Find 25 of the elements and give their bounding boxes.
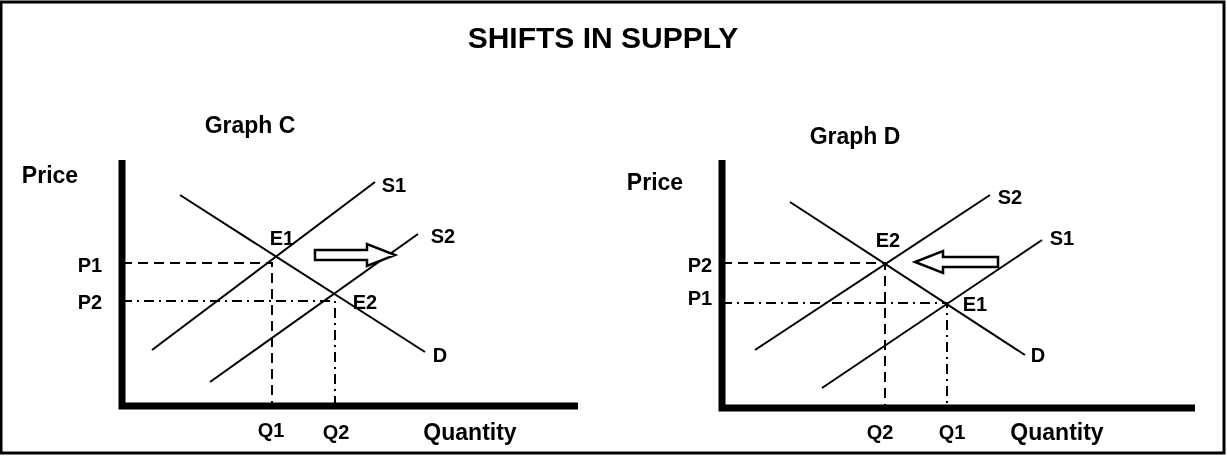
equilibrium-label: E1 [269, 228, 295, 248]
quantity-label: Q2 [866, 422, 894, 442]
equilibrium-label: E2 [875, 230, 901, 250]
diagram-title: SHIFTS IN SUPPLY [467, 23, 739, 53]
quantity-label: Q1 [257, 420, 285, 440]
price-label: P1 [77, 255, 103, 275]
graph-title: Graph D [809, 124, 901, 148]
equilibrium-label: E1 [962, 294, 988, 314]
curve-label: D [1030, 345, 1046, 365]
curve-label: S2 [430, 226, 456, 246]
axis-title: Quantity [1010, 420, 1104, 444]
price-label: P2 [687, 255, 713, 275]
quantity-label: Q1 [938, 422, 966, 442]
axis-title: Price [626, 170, 684, 194]
price-label: P1 [687, 288, 713, 308]
axis-title: Quantity [423, 420, 517, 444]
axis-title: Price [21, 163, 79, 187]
graph-title: Graph C [204, 113, 296, 137]
quantity-label: Q2 [322, 422, 350, 442]
price-label: P2 [77, 292, 103, 312]
curve-label: S2 [997, 187, 1023, 207]
equilibrium-label: E2 [352, 292, 378, 312]
curve-label: D [432, 345, 448, 365]
curve-label: S1 [381, 175, 407, 195]
curve-label: S1 [1049, 228, 1075, 248]
